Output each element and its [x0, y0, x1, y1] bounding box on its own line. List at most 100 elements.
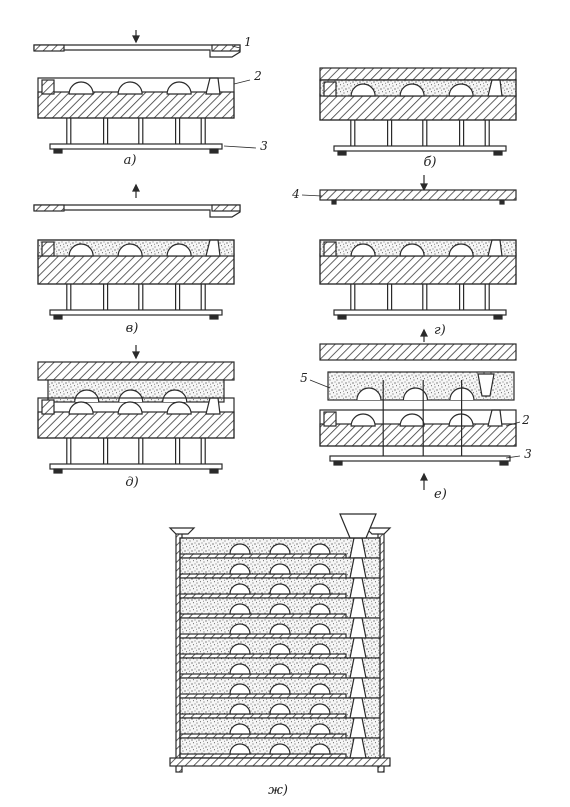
mold-cavity — [402, 387, 429, 401]
lid-end — [33, 44, 65, 52]
panel-v-lid — [33, 204, 241, 218]
plate-body — [37, 411, 235, 439]
casting-cavity — [309, 643, 331, 655]
caption-a: a) — [124, 153, 137, 168]
panel-a-frame — [49, 118, 223, 154]
arrow-down-icon — [132, 351, 140, 360]
callout-3b: 3 — [524, 447, 532, 461]
casting-cavity — [229, 623, 251, 635]
casting-cavity — [269, 643, 291, 655]
casting-cavity — [309, 683, 331, 695]
foot — [337, 150, 347, 156]
panel-e-pins — [329, 380, 511, 466]
lid-foot — [499, 199, 505, 205]
top-lid — [33, 204, 241, 218]
casting-cavity — [229, 743, 251, 755]
plate-outline — [37, 239, 235, 285]
pattern-dome — [166, 401, 192, 415]
casting-cavity — [309, 623, 331, 635]
panel-d-frame — [49, 438, 223, 474]
panel-v-plate — [37, 239, 235, 285]
casting-cavity — [309, 663, 331, 675]
casting-cavity — [269, 583, 291, 595]
top-lid — [33, 44, 241, 58]
end-block — [41, 79, 55, 95]
pattern-dome — [448, 83, 474, 97]
pattern-dome — [117, 81, 143, 95]
pattern-dome — [350, 243, 376, 257]
sprue-cone-icon — [487, 409, 503, 427]
arrow-up-icon — [420, 472, 428, 481]
foot — [53, 148, 63, 154]
end-block — [41, 241, 55, 257]
base-bar — [49, 309, 223, 316]
leader-line — [505, 421, 521, 427]
callout-5: 5 — [300, 371, 308, 385]
lid-end — [211, 204, 241, 212]
panel-e-flask — [319, 343, 517, 361]
callout-4: 4 — [291, 187, 300, 201]
pattern-dome — [399, 83, 425, 97]
panel-e-plate — [319, 409, 517, 447]
arrow-up-icon — [132, 183, 140, 192]
casting-cavity — [229, 563, 251, 575]
arrow-down-icon — [420, 183, 428, 192]
pattern-dome — [166, 81, 192, 95]
leader-line — [301, 194, 323, 197]
casting-cavity — [309, 543, 331, 555]
caption-zh: ж) — [268, 783, 288, 798]
casting-cavity — [309, 583, 331, 595]
foot — [493, 314, 503, 320]
panel-g-plate-4 — [319, 189, 517, 205]
leader-line — [233, 79, 251, 85]
wing-nut-icon — [168, 527, 196, 535]
base-bar — [329, 455, 511, 462]
caption-b: б) — [423, 155, 436, 170]
leader-line — [505, 455, 521, 459]
panel-a-arrow — [132, 30, 140, 44]
foot — [209, 314, 219, 320]
leader-line — [223, 145, 257, 149]
wing-nut-icon — [364, 527, 392, 535]
casting-cavity — [309, 603, 331, 615]
casting-cavity — [229, 703, 251, 715]
panel-a-plate — [37, 77, 235, 119]
casting-cavity — [229, 543, 251, 555]
caption-d: д) — [125, 475, 138, 490]
plate-outline — [319, 79, 517, 121]
base-bar — [333, 145, 507, 152]
casting-cavity — [269, 623, 291, 635]
panel-g-arrow-bottom — [420, 328, 428, 342]
pattern-dome — [399, 413, 425, 427]
casting-cavity — [309, 563, 331, 575]
end-block — [323, 411, 337, 427]
casting-cavity — [309, 743, 331, 755]
casting-cavity — [269, 743, 291, 755]
casting-cavity — [269, 723, 291, 735]
lid-foot — [331, 199, 337, 205]
callout-1: 1 — [244, 35, 252, 49]
pattern-dome — [399, 243, 425, 257]
casting-cavity — [269, 683, 291, 695]
foot — [53, 468, 63, 474]
caption-e: е) — [434, 487, 447, 502]
casting-cavity — [269, 603, 291, 615]
base-bar — [49, 143, 223, 150]
foot — [209, 148, 219, 154]
casting-cavity — [229, 643, 251, 655]
panel-zh-stack — [168, 513, 392, 773]
casting-cavity — [229, 603, 251, 615]
callout-2: 2 — [253, 69, 262, 83]
top-flask-lid — [319, 67, 517, 81]
panel-d-arrow — [132, 345, 140, 360]
foot — [333, 460, 343, 466]
top-flask-filled — [37, 361, 235, 381]
casting-cavity — [229, 663, 251, 675]
pattern-dome — [68, 243, 94, 257]
pattern-dome — [350, 83, 376, 97]
sprue-cone-icon — [477, 373, 495, 397]
foot — [209, 468, 219, 474]
casting-cavity — [229, 683, 251, 695]
pattern-dome — [68, 401, 94, 415]
